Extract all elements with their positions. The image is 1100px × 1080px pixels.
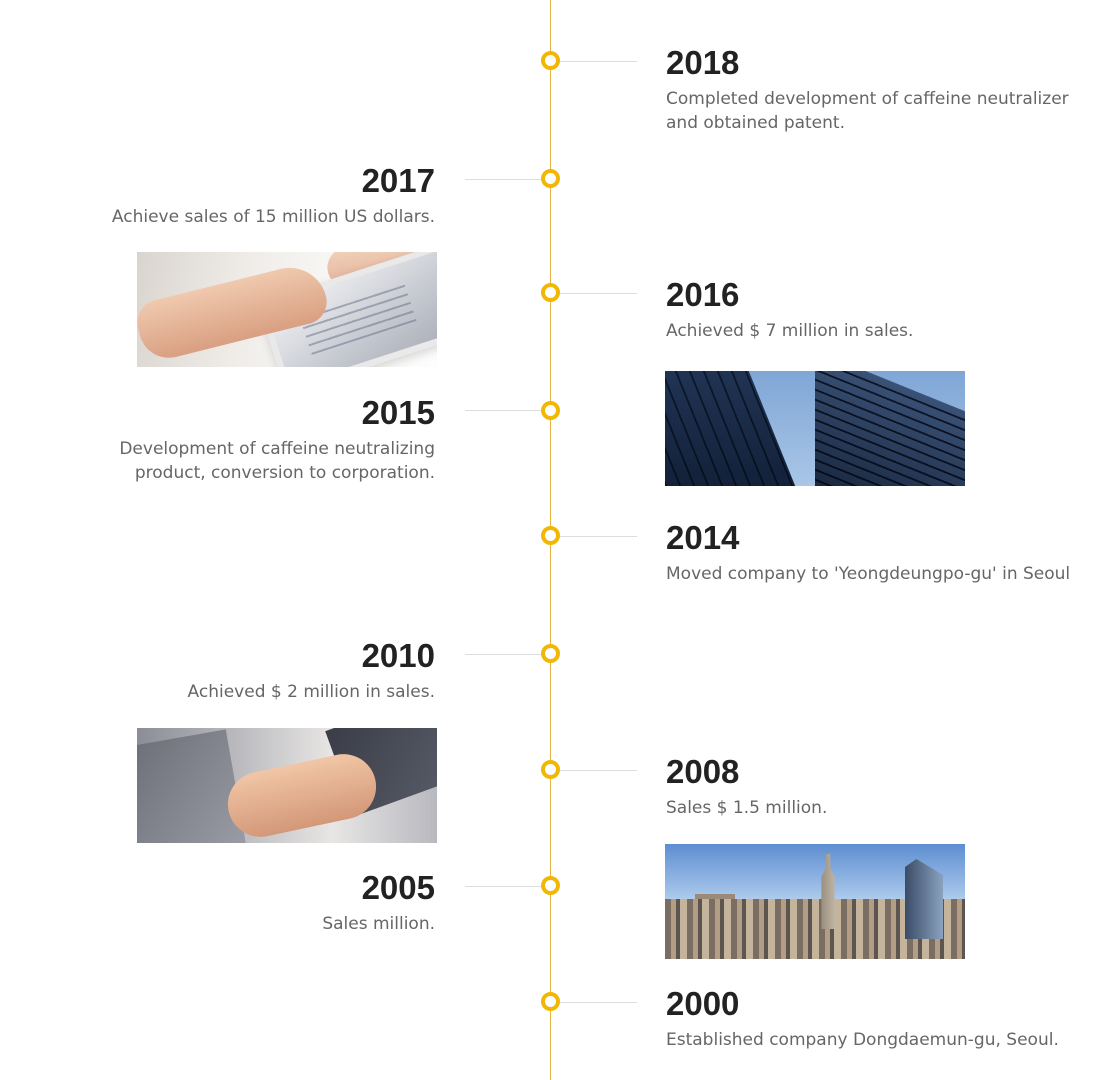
- entry-year: 2014: [666, 519, 740, 556]
- entry-year: 2010: [361, 637, 435, 674]
- timeline-node-2010: [541, 644, 560, 663]
- city-skyline-photo: [665, 844, 965, 959]
- timeline-node-2014: [541, 526, 560, 545]
- connector-2015: [465, 410, 541, 411]
- entry-description: Achieved $ 2 million in sales.: [187, 682, 435, 702]
- entry-year: 2000: [666, 985, 740, 1022]
- entry-description: Development of caffeine neutralizing pro…: [119, 439, 435, 483]
- entry-year: 2005: [361, 869, 435, 906]
- handshake-photo: [137, 728, 437, 843]
- connector-2010: [465, 654, 541, 655]
- connector-2000: [560, 1002, 637, 1003]
- entry-description: Achieved $ 7 million in sales.: [666, 321, 914, 341]
- entry-description: Sales $ 1.5 million.: [666, 798, 828, 818]
- connector-2018: [560, 61, 637, 62]
- timeline-entry-2010: 2010 Achieved $ 2 million in sales.: [5, 637, 435, 704]
- tablet-photo: [137, 252, 437, 367]
- timeline-entry-2017: 2017 Achieve sales of 15 million US doll…: [5, 162, 435, 229]
- timeline-node-2000: [541, 992, 560, 1011]
- entry-year: 2018: [666, 44, 740, 81]
- timeline-node-2016: [541, 283, 560, 302]
- timeline-entry-2008: 2008 Sales $ 1.5 million.: [666, 753, 1100, 820]
- timeline-node-2005: [541, 876, 560, 895]
- timeline-entry-2000: 2000 Established company Dongdaemun-gu, …: [666, 985, 1100, 1052]
- connector-2008: [560, 770, 637, 771]
- entry-description: Established company Dongdaemun-gu, Seoul…: [666, 1030, 1059, 1050]
- connector-2014: [560, 536, 637, 537]
- timeline-node-2017: [541, 169, 560, 188]
- entry-year: 2015: [361, 394, 435, 431]
- entry-year: 2016: [666, 276, 740, 313]
- timeline-node-2008: [541, 760, 560, 779]
- entry-description: Moved company to 'Yeongdeungpo-gu' in Se…: [666, 564, 1071, 584]
- timeline-node-2015: [541, 401, 560, 420]
- entry-year: 2008: [666, 753, 740, 790]
- connector-2017: [465, 179, 541, 180]
- timeline-entry-2005: 2005 Sales million.: [5, 869, 435, 936]
- entry-description: Completed development of caffeine neutra…: [666, 89, 1069, 133]
- timeline-entry-2014: 2014 Moved company to 'Yeongdeungpo-gu' …: [666, 519, 1100, 586]
- skyscraper-photo: [665, 371, 965, 486]
- timeline-entry-2015: 2015 Development of caffeine neutralizin…: [5, 394, 435, 485]
- connector-2016: [560, 293, 637, 294]
- entry-year: 2017: [361, 162, 435, 199]
- timeline-entry-2018: 2018 Completed development of caffeine n…: [666, 44, 1100, 135]
- entry-description: Sales million.: [322, 914, 435, 934]
- connector-2005: [465, 886, 541, 887]
- entry-description: Achieve sales of 15 million US dollars.: [111, 207, 435, 227]
- timeline-node-2018: [541, 51, 560, 70]
- timeline-entry-2016: 2016 Achieved $ 7 million in sales.: [666, 276, 1100, 343]
